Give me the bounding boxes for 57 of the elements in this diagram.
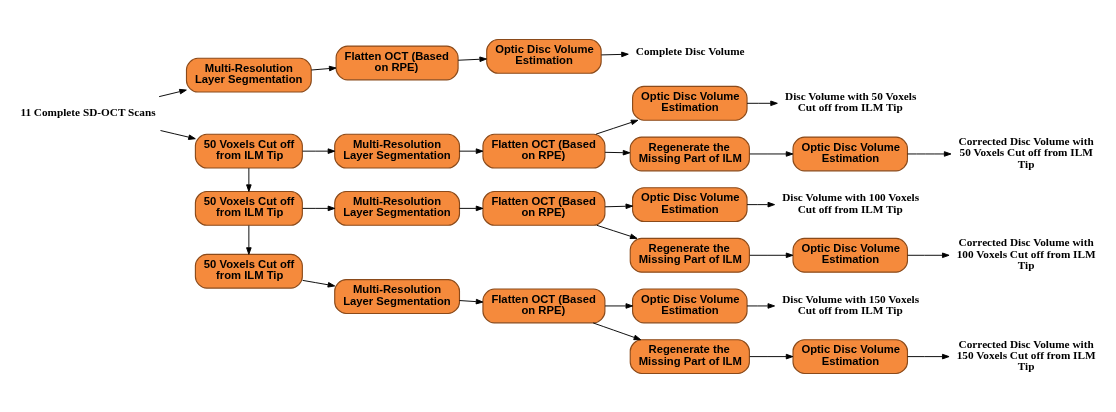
arrow [749,150,794,157]
node-box: Optic Disc Volume Estimation [486,38,602,74]
node-text: Complete Disc Volume [635,44,745,57]
node-box: Regenerate the Missing Part of ILM [629,136,750,171]
node-box: Optic Disc Volume Estimation [792,237,909,273]
arrow [457,56,487,62]
arrow [600,51,629,57]
node-box: Multi-Resolution Layer Segmentation [334,133,461,169]
node-box: Flatten OCT (Based on RPE) [482,133,606,169]
node-box: Optic Disc Volume Estimation [792,136,909,171]
node-text: Corrected Disc Volume with 100 Voxels Cut off from ILM Tip [956,235,1096,271]
arrow [746,302,776,309]
arrow [907,353,950,359]
arrow [302,205,336,211]
node-box: 50 Voxels Cut off from ILM Tip [194,253,303,289]
arrow [604,149,631,155]
node-box: Multi-Resolution Layer Segmentation [185,57,312,93]
node-box: Optic Disc Volume Estimation [792,338,909,374]
arrow [596,224,638,239]
node-box: Regenerate the Missing Part of ILM [629,237,750,273]
node-text: Corrected Disc Volume with 50 Voxels Cut off from ILM Tip [958,134,1094,170]
node-text: Disc Volume with 150 Voxels Cut off from ILM Tip [782,292,920,316]
arrow [595,119,639,135]
node-box: Optic Disc Volume Estimation [632,288,748,323]
node-box: 50 Voxels Cut off from ILM Tip [194,133,303,169]
node-text: Disc Volume with 50 Voxels Cut off from ILM Tip [785,89,917,113]
arrow [604,302,634,309]
arrow [246,167,252,192]
node-box: Flatten OCT (Based on RPE) [482,190,606,226]
arrow [746,201,776,207]
node-box: Multi-Resolution Layer Segmentation [334,278,461,314]
arrow [907,150,952,157]
arrow [302,147,336,154]
arrow [749,353,794,359]
arrow [311,65,337,71]
node-text: 11 Complete SD-OCT Scans [20,105,156,118]
arrow [246,224,252,255]
arrow [459,147,484,154]
arrow [907,252,950,258]
arrow [302,279,336,288]
arrow [592,322,642,340]
arrow [459,298,484,304]
arrow [160,129,196,140]
arrow [604,203,634,209]
arrow [749,252,794,258]
arrow [459,205,484,211]
node-text: Corrected Disc Volume with 150 Voxels Cut off from ILM Tip [956,337,1096,372]
node-box: Flatten OCT (Based on RPE) [482,288,606,323]
node-text: Disc Volume with 100 Voxels Cut off from ILM Tip [782,190,920,215]
node-box: Flatten OCT (Based on RPE) [335,45,459,80]
node-box: 50 Voxels Cut off from ILM Tip [194,190,303,226]
arrow [746,100,778,106]
node-box: Multi-Resolution Layer Segmentation [334,190,461,226]
node-box: Optic Disc Volume Estimation [632,85,748,121]
arrow [158,88,187,97]
node-box: Optic Disc Volume Estimation [632,186,748,222]
node-box: Regenerate the Missing Part of ILM [629,338,750,374]
